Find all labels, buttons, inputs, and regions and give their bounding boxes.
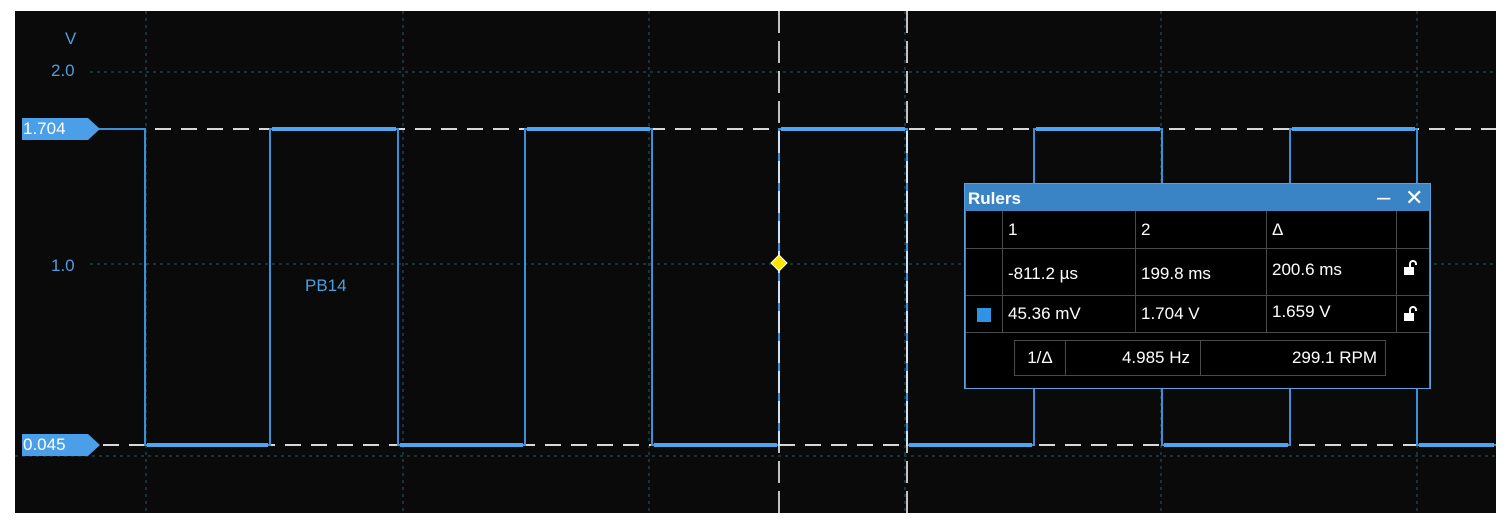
- voltage-ruler-1-value: 45.36 mV: [1008, 304, 1081, 323]
- marker-tag-shape: [22, 434, 100, 456]
- frequency-value: 4.985 Hz: [1065, 340, 1201, 376]
- waveform-plot[interactable]: [15, 11, 1496, 513]
- inverse-delta-label: 1/Δ: [1014, 340, 1066, 376]
- low-level-marker[interactable]: 0.045: [20, 434, 102, 456]
- rpm-value: 299.1 RPM: [1200, 340, 1386, 376]
- y-axis-unit: V: [65, 29, 77, 48]
- cursor-diamond-icon: [770, 254, 788, 272]
- header-ruler-1: 1: [1008, 220, 1018, 239]
- trace-name-label: PB14: [305, 276, 347, 295]
- minimize-button[interactable]: –: [1377, 184, 1391, 211]
- time-delta-value: 200.6 ms: [1272, 260, 1342, 279]
- rulers-table: 1 2 Δ -811.2 µs 199.8 ms 200.6 ms 45.36 …: [966, 211, 1429, 388]
- low-level-label: 0.045: [23, 435, 66, 454]
- time-ruler-2-value: 199.8 ms: [1141, 264, 1211, 283]
- high-level-label: 1.704: [23, 119, 66, 138]
- close-button[interactable]: ✕: [1405, 185, 1424, 210]
- voltage-ruler-2-value: 1.704 V: [1141, 304, 1200, 323]
- header-delta: Δ: [1272, 220, 1284, 239]
- rulers-title: Rulers: [968, 189, 1021, 208]
- voltage-delta-value: 1.659 V: [1272, 302, 1331, 321]
- header-ruler-2: 2: [1141, 220, 1151, 239]
- marker-tag-shape: [22, 118, 100, 140]
- unlock-icon[interactable]: [1403, 306, 1417, 322]
- time-ruler-1-value: -811.2 µs: [1008, 264, 1078, 283]
- high-level-marker[interactable]: 1.704: [20, 118, 102, 140]
- y-axis-tick-2: 2.0: [51, 61, 75, 80]
- unlock-icon[interactable]: [1403, 260, 1417, 276]
- rulers-panel[interactable]: Rulers – ✕ 1 2 Δ -811.2 µs 199.8 ms 200.…: [964, 183, 1431, 389]
- y-axis-tick-1: 1.0: [51, 256, 75, 275]
- ruler-color-swatch: [977, 308, 991, 322]
